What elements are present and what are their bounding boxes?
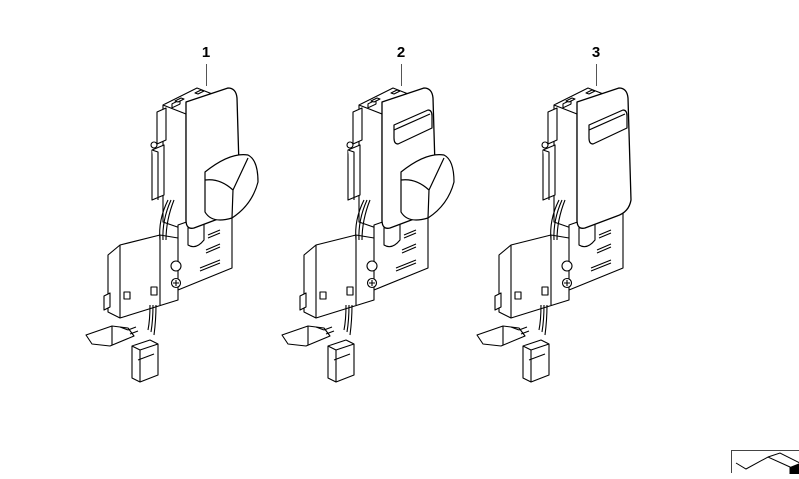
catalog-page-corner-icon	[731, 450, 799, 474]
callout-label-3[interactable]: 3	[591, 44, 601, 61]
leader-line-1	[206, 64, 207, 86]
folded-sheet-icon	[735, 452, 799, 474]
callout-label-1[interactable]: 1	[201, 44, 211, 61]
leader-line-2	[401, 64, 402, 86]
callout-label-2[interactable]: 2	[396, 44, 406, 61]
leader-line-3	[596, 64, 597, 86]
